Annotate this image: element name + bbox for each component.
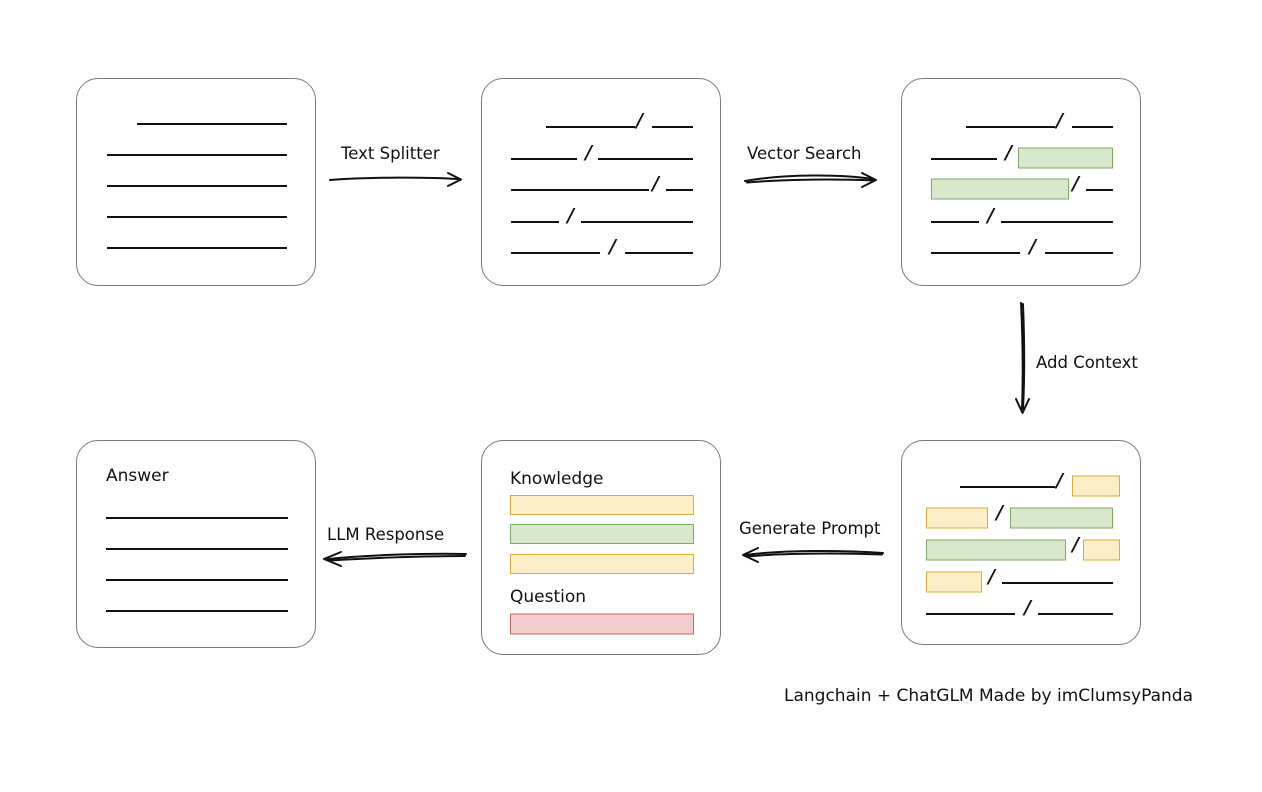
- document-rule: [107, 185, 287, 187]
- chunk-rule: [625, 252, 693, 254]
- context-document-box: / / / / /: [901, 440, 1141, 645]
- text-splitter-label: Text Splitter: [341, 144, 440, 163]
- llm-response-arrow: [323, 551, 467, 567]
- chunk-separator: /: [1072, 172, 1079, 195]
- chunk-rule: [931, 158, 997, 160]
- chunk-rule: [511, 189, 649, 191]
- chunk-separator: /: [1056, 109, 1063, 132]
- chunk-separator: /: [1056, 469, 1063, 492]
- matched-chunk-highlight: [1010, 507, 1113, 529]
- chunk-rule: [1001, 221, 1113, 223]
- matched-document-box: / / / / /: [901, 78, 1141, 286]
- document-rule: [107, 216, 287, 218]
- chunk-separator: /: [585, 141, 592, 164]
- chunk-separator: /: [636, 109, 643, 132]
- answer-title: Answer: [106, 466, 169, 486]
- chunk-separator: /: [987, 204, 994, 227]
- chunk-rule: [1072, 126, 1113, 128]
- matched-chunk-highlight: [931, 178, 1069, 200]
- document-rule: [137, 123, 287, 125]
- chunk-separator: /: [1005, 141, 1012, 164]
- add-context-arrow: [1015, 302, 1030, 414]
- add-context-label: Add Context: [1036, 353, 1138, 372]
- chunk-rule: [926, 613, 1015, 615]
- generate-prompt-label: Generate Prompt: [739, 519, 881, 538]
- answer-rule: [106, 579, 288, 581]
- context-chunk-highlight: [1072, 475, 1120, 497]
- split-document-box: / / / / /: [481, 78, 721, 286]
- knowledge-label: Knowledge: [510, 469, 604, 489]
- context-chunk-highlight: [1083, 539, 1120, 561]
- matched-chunk-highlight: [1018, 147, 1113, 169]
- answer-box: Answer: [76, 440, 316, 648]
- generate-prompt-arrow: [742, 547, 884, 563]
- question-label: Question: [510, 587, 587, 607]
- document-rule: [107, 247, 287, 249]
- chunk-rule: [511, 158, 577, 160]
- chunk-rule: [931, 252, 1020, 254]
- chunk-separator: /: [1024, 596, 1031, 619]
- context-chunk-highlight: [926, 571, 982, 593]
- chunk-rule: [966, 126, 1055, 128]
- chunk-rule: [598, 158, 693, 160]
- chunk-rule: [1086, 189, 1113, 191]
- chunk-rule: [511, 221, 559, 223]
- knowledge-chunk-chip: [510, 554, 694, 574]
- chunk-rule: [546, 126, 635, 128]
- prompt-box: Knowledge Question: [481, 440, 721, 655]
- knowledge-chunk-chip: [510, 524, 694, 544]
- question-chunk-chip: [510, 613, 694, 635]
- chunk-rule: [931, 221, 979, 223]
- answer-rule: [106, 548, 288, 550]
- chunk-rule: [960, 486, 1055, 488]
- chunk-rule: [652, 126, 693, 128]
- llm-response-label: LLM Response: [327, 525, 445, 544]
- chunk-separator: /: [652, 172, 659, 195]
- vector-search-label: Vector Search: [747, 144, 862, 163]
- chunk-rule: [1045, 252, 1113, 254]
- chunk-separator: /: [988, 565, 995, 588]
- document-rule: [107, 154, 287, 156]
- answer-rule: [106, 517, 288, 519]
- knowledge-chunk-chip: [510, 495, 694, 515]
- chunk-separator: /: [1029, 235, 1036, 258]
- source-document-box: [76, 78, 316, 286]
- chunk-separator: /: [996, 501, 1003, 524]
- matched-chunk-highlight: [926, 539, 1066, 561]
- answer-rule: [106, 610, 288, 612]
- chunk-rule: [666, 189, 693, 191]
- chunk-separator: /: [1072, 533, 1079, 556]
- chunk-rule: [1002, 582, 1113, 584]
- chunk-rule: [1038, 613, 1113, 615]
- chunk-separator: /: [609, 235, 616, 258]
- text-splitter-arrow: [329, 172, 462, 187]
- chunk-separator: /: [567, 204, 574, 227]
- chunk-rule: [511, 252, 600, 254]
- vector-search-arrow: [744, 172, 877, 188]
- chunk-rule: [581, 221, 693, 223]
- credit-text: Langchain + ChatGLM Made by imClumsyPand…: [784, 686, 1193, 706]
- context-chunk-highlight: [926, 507, 988, 529]
